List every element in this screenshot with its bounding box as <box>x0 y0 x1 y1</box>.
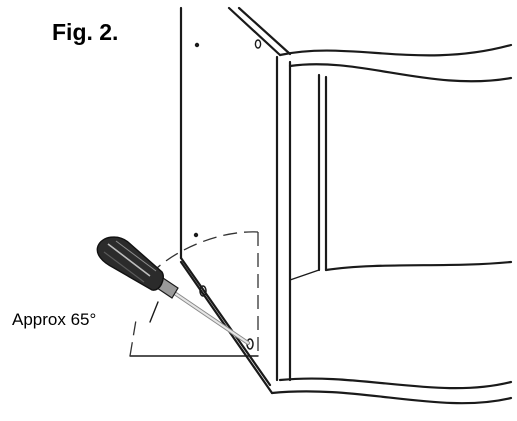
pilot-hole-top <box>194 42 200 48</box>
cabinet-frame <box>179 43 513 405</box>
screwdriver-icon <box>96 236 250 345</box>
cabinet-top-edge <box>227 6 292 57</box>
screw-icon <box>199 285 207 297</box>
pilot-hole-bottom <box>193 232 199 238</box>
angle-label: Approx 65° <box>12 310 96 329</box>
side-panel <box>179 6 272 387</box>
hinge-screw-top <box>254 39 262 49</box>
figure-title: Fig. 2. <box>52 19 118 45</box>
